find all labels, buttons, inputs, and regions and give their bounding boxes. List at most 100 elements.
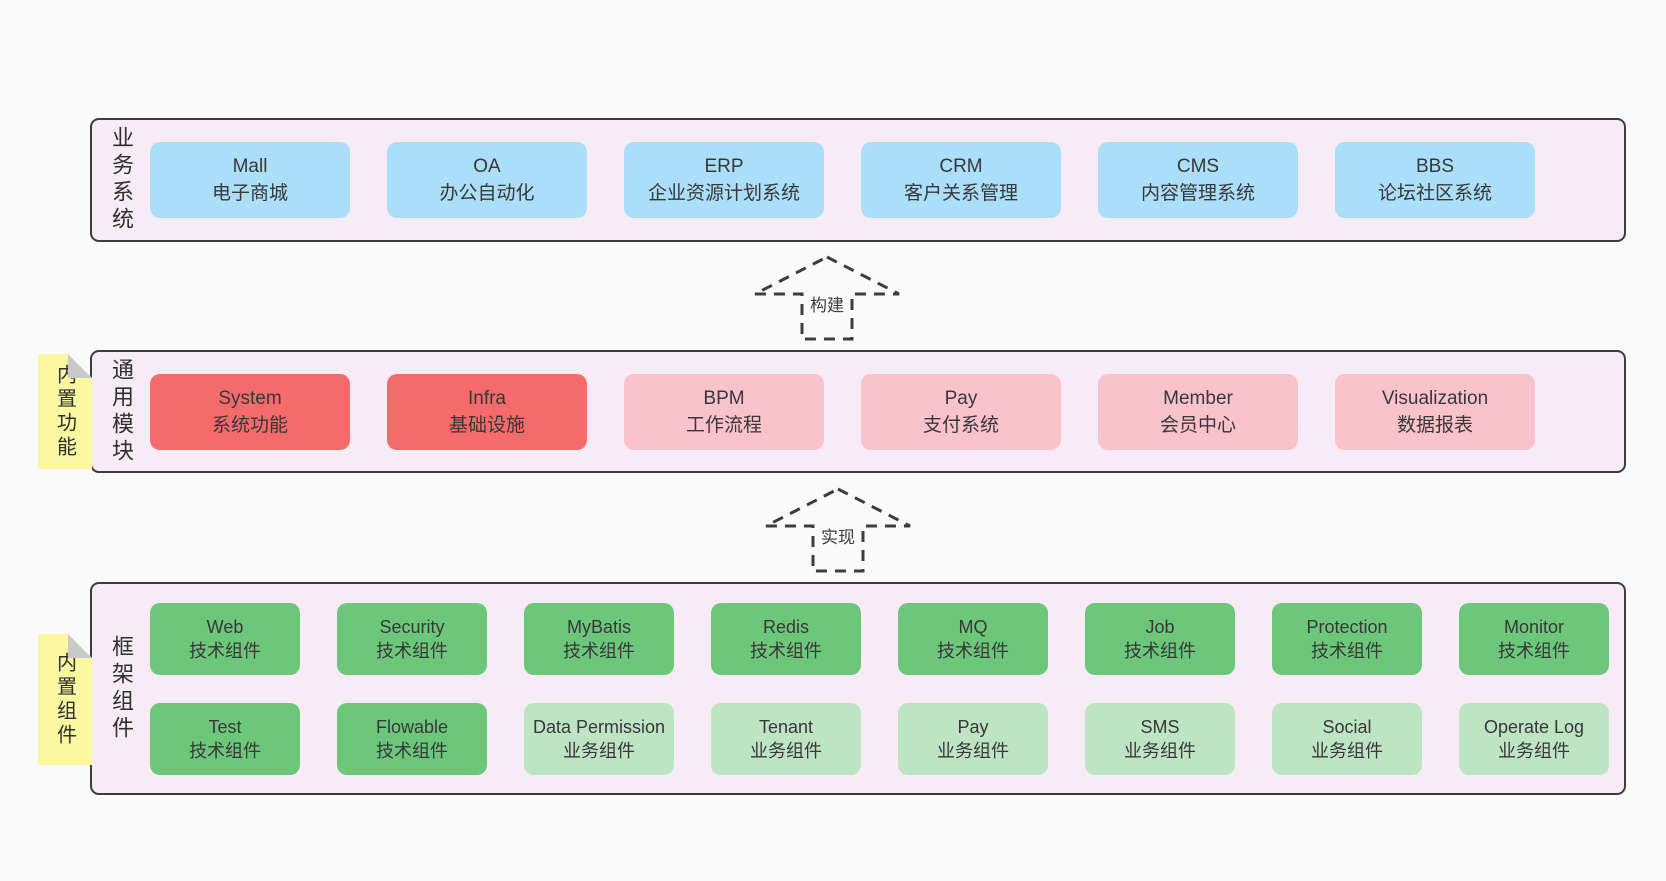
box-title: MyBatis	[566, 616, 631, 637]
box-subtitle: 技术组件	[1498, 640, 1570, 661]
box-title: Test	[208, 716, 242, 737]
box-subtitle: 业务组件	[563, 740, 635, 761]
module-box-mall: Mall 电子商城	[150, 142, 350, 218]
box-title: Redis	[762, 616, 810, 637]
sticky-note-builtin-components: 内置组件	[38, 634, 92, 765]
box-subtitle: 技术组件	[1311, 640, 1383, 661]
box-title: Visualization	[1381, 387, 1489, 409]
module-box-infra: Infra 基础设施	[387, 373, 587, 450]
box-subtitle: 技术组件	[189, 640, 261, 661]
box-subtitle: 电子商城	[211, 183, 288, 204]
box-subtitle: 技术组件	[376, 740, 448, 761]
dashed-up-arrow-icon	[754, 255, 900, 341]
box-subtitle: 技术组件	[376, 640, 448, 661]
box-title: Protection	[1306, 616, 1388, 637]
arrow-build: 构建	[752, 254, 902, 342]
box-subtitle: 工作流程	[685, 414, 762, 436]
box-subtitle: 办公自动化	[439, 183, 535, 204]
box-subtitle: 基础设施	[448, 414, 525, 436]
box-title: Pay	[944, 387, 978, 409]
box-title: Job	[1145, 616, 1175, 637]
box-title: Data Permission	[532, 716, 666, 737]
module-box-oa: OA 办公自动化	[387, 142, 587, 218]
box-subtitle: 客户关系管理	[903, 183, 1018, 204]
box-subtitle: 内容管理系统	[1140, 183, 1255, 204]
module-box-web: Web 技术组件	[150, 602, 300, 675]
module-box-erp: ERP 企业资源计划系统	[624, 142, 824, 218]
module-box-monitor: Monitor 技术组件	[1459, 602, 1609, 675]
box-title: Operate Log	[1483, 716, 1585, 737]
box-subtitle: 企业资源计划系统	[647, 183, 800, 204]
box-title: CRM	[939, 156, 983, 177]
box-subtitle: 技术组件	[750, 640, 822, 661]
module-box-test: Test 技术组件	[150, 702, 300, 775]
box-title: Web	[206, 616, 244, 637]
band-common-modules-label: 通用模块	[109, 357, 134, 466]
module-box-data-permission: Data Permission 业务组件	[524, 702, 674, 775]
box-subtitle: 技术组件	[1124, 640, 1196, 661]
band-business-systems: 业务系统 Mall 电子商城 OA 办公自动化 ERP 企业资源计划系统 CRM 客户关系管理…	[90, 118, 1626, 242]
box-subtitle: 业务组件	[937, 740, 1009, 761]
box-title: ERP	[704, 156, 744, 177]
arrow-build-label: 构建	[806, 290, 848, 317]
module-box-pay: Pay 业务组件	[898, 702, 1048, 775]
folded-corner-icon	[68, 634, 92, 658]
box-subtitle: 技术组件	[189, 740, 261, 761]
module-box-protection: Protection 技术组件	[1272, 602, 1422, 675]
box-title: Member	[1163, 387, 1233, 409]
box-title: Tenant	[758, 716, 814, 737]
box-title: Pay	[957, 716, 989, 737]
box-title: OA	[473, 156, 501, 177]
box-subtitle: 论坛社区系统	[1377, 183, 1492, 204]
box-subtitle: 会员中心	[1159, 414, 1236, 436]
module-box-mq: MQ 技术组件	[898, 602, 1048, 675]
box-subtitle: 业务组件	[1124, 740, 1196, 761]
sticky-note-builtin-features-text: 内置功能	[53, 363, 76, 460]
module-box-mybatis: MyBatis 技术组件	[524, 602, 674, 675]
box-subtitle: 数据报表	[1396, 414, 1473, 436]
box-subtitle: 业务组件	[750, 740, 822, 761]
box-title: Flowable	[375, 716, 449, 737]
module-box-bbs: BBS 论坛社区系统	[1335, 142, 1535, 218]
box-title: System	[218, 387, 282, 409]
box-title: Social	[1322, 716, 1372, 737]
band-framework-components-label: 框架组件	[109, 634, 134, 743]
box-subtitle: 支付系统	[922, 414, 999, 436]
box-subtitle: 技术组件	[563, 640, 635, 661]
module-box-security: Security 技术组件	[337, 602, 487, 675]
box-title: Security	[379, 616, 445, 637]
arrow-implement: 实现	[763, 486, 913, 574]
box-title: BBS	[1415, 156, 1455, 177]
module-box-visualization: Visualization 数据报表	[1335, 373, 1535, 450]
module-box-bpm: BPM 工作流程	[624, 373, 824, 450]
box-title: Monitor	[1503, 616, 1565, 637]
module-box-flowable: Flowable 技术组件	[337, 702, 487, 775]
module-box-redis: Redis 技术组件	[711, 602, 861, 675]
folded-corner-icon	[68, 354, 92, 378]
module-box-member: Member 会员中心	[1098, 373, 1298, 450]
module-box-crm: CRM 客户关系管理	[861, 142, 1061, 218]
box-title: Mall	[232, 156, 268, 177]
dashed-up-arrow-icon	[765, 487, 911, 573]
arrow-implement-label: 实现	[817, 522, 859, 549]
box-title: Infra	[467, 387, 507, 409]
box-subtitle: 业务组件	[1311, 740, 1383, 761]
box-subtitle: 技术组件	[937, 640, 1009, 661]
box-title: BPM	[703, 387, 745, 409]
module-box-job: Job 技术组件	[1085, 602, 1235, 675]
band-business-systems-label: 业务系统	[109, 126, 134, 234]
box-title: MQ	[958, 616, 988, 637]
module-box-pay: Pay 支付系统	[861, 373, 1061, 450]
module-box-social: Social 业务组件	[1272, 702, 1422, 775]
module-box-tenant: Tenant 业务组件	[711, 702, 861, 775]
